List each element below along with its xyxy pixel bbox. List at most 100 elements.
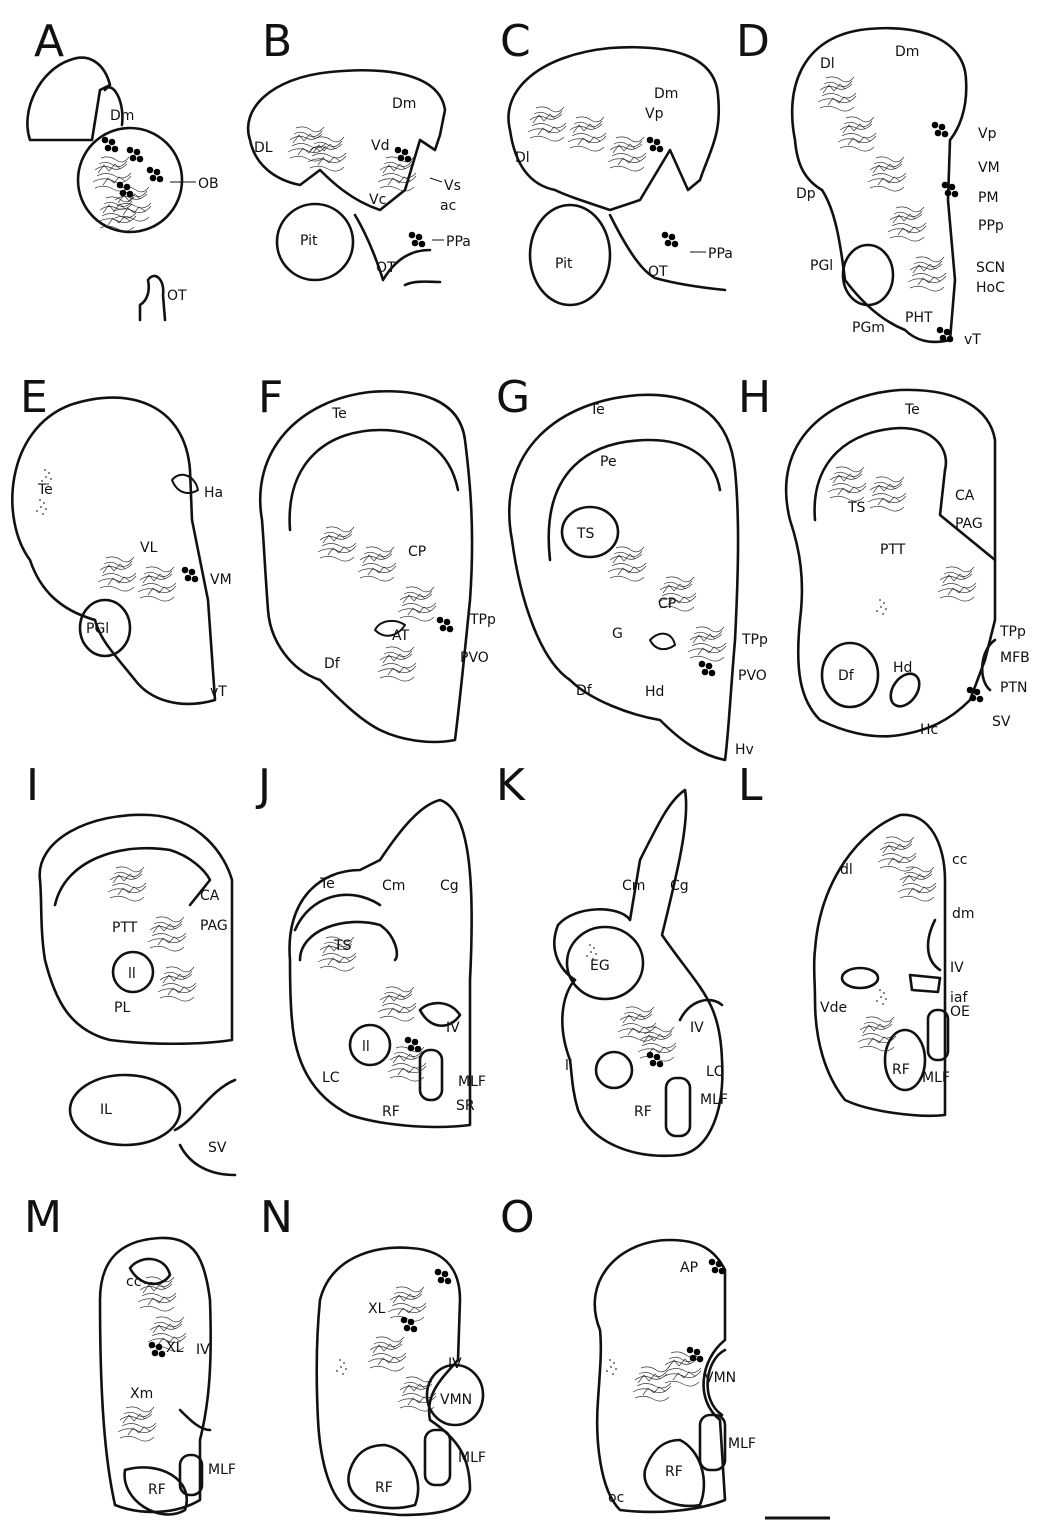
label-ll: ll [362,1039,370,1055]
label-pag: PAG [955,516,983,532]
label-rf: RF [382,1104,400,1120]
cell-cluster [699,661,716,677]
label-te: Te [319,876,335,892]
label-vmn: VMN [440,1392,472,1408]
label-dm: Dm [392,96,416,112]
panel-letter: J [255,760,271,811]
fiber-tuft [358,547,396,581]
panel-j: J Cm Cg Te TS ll IV LC MLF SR RF [255,760,486,1127]
label-pvo: PVO [738,668,767,684]
cell-cluster [127,147,144,163]
label-iv: IV [690,1020,704,1036]
iv-outline [928,920,940,970]
panel-k: K Cm Cg EG IV ll LC RF MLF [496,760,728,1156]
ca-boundary [940,470,995,560]
fiber-tuft [908,257,946,291]
label-oe: OE [950,1004,970,1020]
panel-f: F Te CP TPp AT PVO Df [258,372,496,742]
panel-letter: A [34,16,64,67]
fiber-tuft [888,207,926,241]
cell-cluster [647,1052,664,1068]
label-sv: SV [208,1140,227,1156]
label-ca: CA [955,488,975,504]
sv-outline [175,1080,235,1130]
label-ll: ll [128,966,136,982]
label-rf: RF [634,1104,652,1120]
label-g: G [612,626,623,642]
speck-cluster [876,599,887,615]
speck-cluster [876,989,887,1005]
label-dm: Dm [654,86,678,102]
label-vp: Vp [978,126,997,142]
label-dp: Dp [796,186,816,202]
label-mlf: MLF [458,1450,486,1466]
tectum-outline [12,398,215,704]
panel-e: E Te Ha VL VM PGl vT [12,372,231,704]
label-ppp: PPp [978,218,1004,234]
label-sr: SR [456,1098,475,1114]
label-pit: Pit [300,233,318,249]
panel-letter: G [496,372,530,423]
label-cm: Cm [382,878,405,894]
fiber-tuft [108,867,146,901]
label-vc: Vc [369,192,386,208]
label-vp: Vp [645,106,664,122]
rf-outline [885,1030,925,1090]
label-mlf: MLF [208,1462,236,1478]
fiber-tuft [398,587,436,621]
rf-outline [348,1445,418,1508]
cell-cluster [409,232,426,248]
optic-tract-outline [405,282,440,285]
panel-c: C Dm Dl Vp Pit OT PPa [500,16,733,305]
panel-letter: M [24,1192,62,1243]
label-tpp: TPp [469,612,496,628]
label-ppa: PPa [446,234,471,250]
diencephalon-outline [792,28,966,342]
fiber-tuft [388,1287,426,1321]
label-te: Te [589,402,605,418]
cell-cluster [932,122,949,138]
label-ts: TS [847,500,866,516]
ll-outline [596,1052,632,1088]
label-xl: XL [368,1301,386,1317]
panel-letter: B [262,16,292,67]
label-vd: Vd [371,138,389,154]
ll-outline [350,1025,390,1065]
cell-cluster [437,617,454,633]
label-vmn: VMN [704,1370,736,1386]
label-pgl: PGl [86,621,109,637]
cell-cluster [147,167,164,183]
cell-cluster [102,137,119,153]
mlf-outline [420,1050,442,1100]
fiber-tuft [633,1367,671,1401]
fiber-tuft [318,527,356,561]
cell-cluster [117,182,134,198]
panel-letter: O [500,1192,535,1243]
label-vm: VM [978,160,1000,176]
label-dl: Dl [820,56,835,72]
fiber-tuft [608,547,646,581]
label-vs: Vs [444,178,461,194]
speck-cluster [606,1359,617,1375]
panel-letter: H [738,372,771,423]
label-vl: VL [140,540,158,556]
fiber-tuft [828,467,866,501]
label-iv: IV [446,1020,460,1036]
fiber-tuft [618,1007,656,1041]
label-oc: oc [608,1490,624,1506]
label-ap: AP [680,1260,698,1276]
panel-b: B Dm DL Vd Vs Vc ac Pit PPa OT [248,16,471,285]
cell-cluster [662,232,679,248]
label-dl: dl [840,862,853,878]
cell-cluster [647,137,664,153]
cell-cluster [435,1269,452,1285]
label-lc: LC [706,1064,724,1080]
panel-l: L cc dl dm IV Vde iaf OE RF MLF [738,760,975,1116]
fiber-tuft [378,647,416,681]
label-vt: vT [964,332,981,348]
fiber-tuft [838,117,876,151]
label-te: Te [904,402,920,418]
cell-cluster [395,147,412,163]
label-sv: SV [992,714,1011,730]
